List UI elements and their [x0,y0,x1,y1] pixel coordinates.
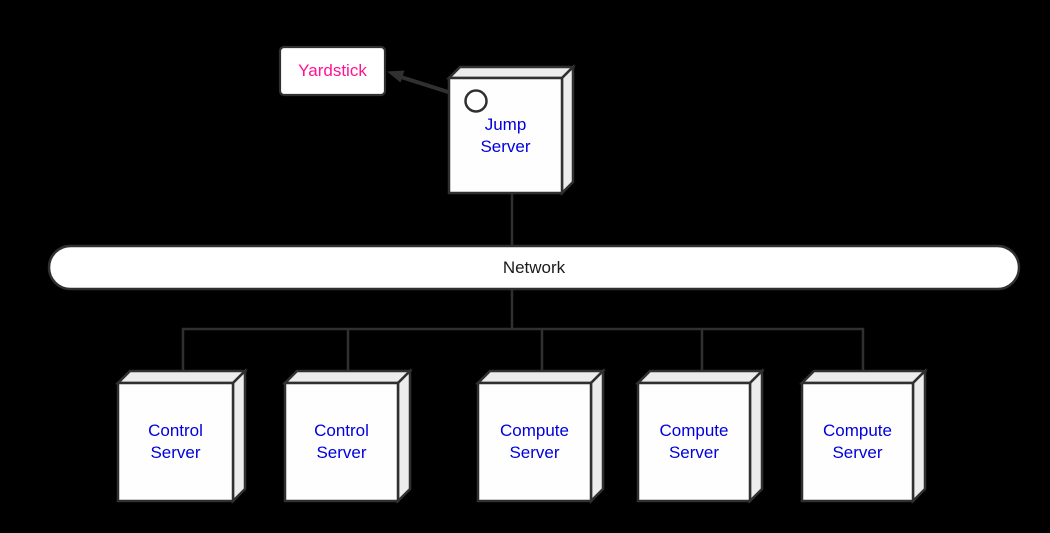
node-control-server-2-shape [281,367,414,505]
server1-front-face [116,381,235,503]
node-compute-server-3-shape [798,367,929,505]
server3-top-face [474,369,607,385]
server5-side-face [911,367,927,505]
server2-top-face [281,369,414,385]
node-jump-server-shape [445,63,577,197]
server1-side-face [231,367,247,505]
arrowhead-icon [387,70,405,83]
edge-bus [181,327,865,371]
server3-side-face [589,367,605,505]
server1-top-face [114,369,249,385]
server3-front-face [476,381,593,503]
yardstick-box [278,45,387,97]
network-bar [47,244,1021,291]
node-compute-server-2-shape [634,367,766,505]
server2-side-face [396,367,412,505]
node-control-server-1-shape [114,367,249,505]
server4-top-face [634,369,766,385]
interface-port-icon [464,89,488,113]
jump-server-top-face [445,65,577,80]
server5-front-face [800,381,915,503]
jump-server-front-face [447,76,564,195]
server2-front-face [283,381,400,503]
jump-server-side-face [560,63,575,197]
server5-top-face [798,369,929,385]
server4-front-face [636,381,752,503]
server4-side-face [748,367,764,505]
node-compute-server-1-shape [474,367,607,505]
